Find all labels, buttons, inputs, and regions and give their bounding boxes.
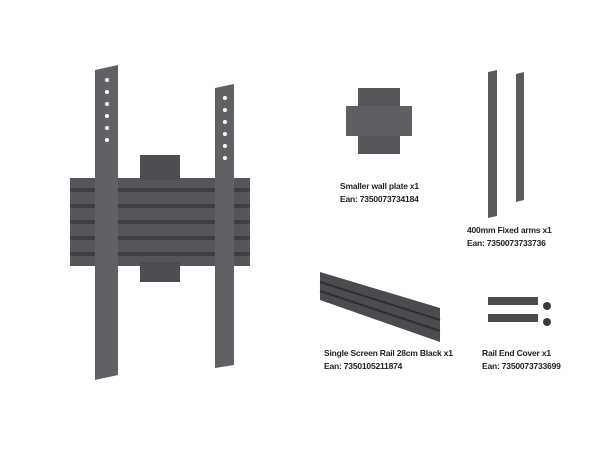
item-name: Single Screen Rail 28cm Black x1 [324, 348, 453, 358]
assembled-mount [70, 65, 250, 380]
item-ean: Ean: 7350105211874 [324, 361, 403, 371]
fixed-arms [488, 70, 524, 218]
item-name: 400mm Fixed arms x1 [467, 225, 552, 235]
fixed-arms-caption: 400mm Fixed arms x1 Ean: 7350073733736 [467, 224, 552, 250]
screen-rail-caption: Single Screen Rail 28cm Black x1 Ean: 73… [324, 347, 453, 373]
item-name: Rail End Cover x1 [482, 348, 551, 358]
item-name: Smaller wall plate x1 [340, 181, 419, 191]
wall-plate-caption: Smaller wall plate x1 Ean: 7350073734184 [340, 180, 419, 206]
rail-end-covers [488, 297, 551, 326]
wall-plate [346, 88, 412, 154]
item-ean: Ean: 7350073733699 [482, 361, 561, 371]
item-ean: Ean: 7350073733736 [467, 238, 546, 248]
screen-rail [319, 272, 441, 342]
item-ean: Ean: 7350073734184 [340, 194, 419, 204]
end-cover-caption: Rail End Cover x1 Ean: 7350073733699 [482, 347, 561, 373]
